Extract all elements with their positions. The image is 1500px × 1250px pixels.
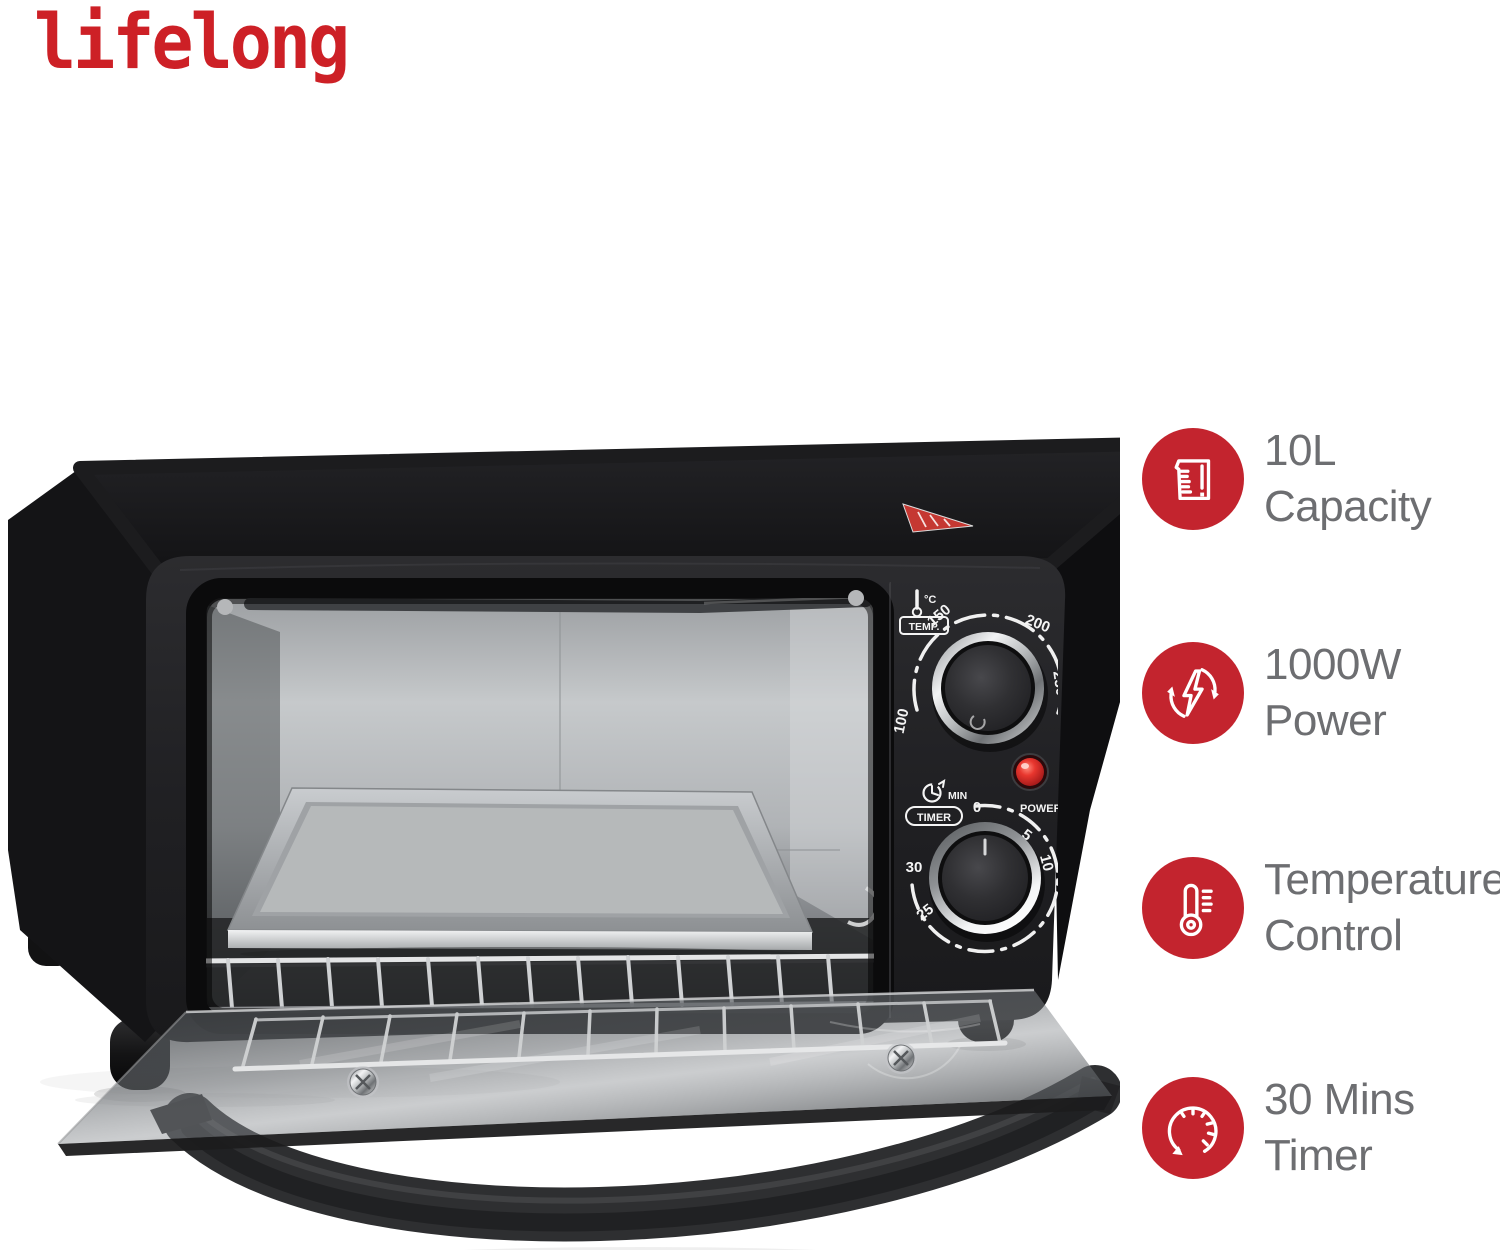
timer-clock-glyph-icon — [922, 783, 942, 803]
feature-capacity: 10L Capacity — [1142, 426, 1432, 535]
svg-text:MIN: MIN — [948, 790, 967, 802]
thermometer-icon — [1179, 883, 1213, 937]
temperature-knob — [932, 632, 1048, 752]
feature-line1: Temperature — [1264, 855, 1500, 904]
indicator-light — [1011, 753, 1049, 791]
timer-badge — [1142, 1077, 1244, 1179]
svg-text:POWER: POWER — [1020, 803, 1062, 815]
svg-text:25: 25 — [913, 901, 937, 925]
svg-text:250: 250 — [1049, 670, 1069, 697]
svg-text:30: 30 — [906, 859, 923, 876]
feature-text: 10L Capacity — [1264, 423, 1432, 535]
lifelong-logo: lifelong — [34, 0, 350, 87]
feature-line1: 10L — [1264, 426, 1336, 475]
energy-cycle-icon — [1167, 668, 1219, 718]
power-badge — [1142, 642, 1244, 744]
baking-tray — [226, 787, 814, 961]
product-photo-otg-oven: °C TEMP. 100 150 200 250 — [8, 437, 1120, 1250]
warning-sticker — [902, 503, 974, 533]
feature-temperature: Temperature Control — [1142, 855, 1500, 964]
timer-knob — [929, 822, 1045, 942]
frame-screw — [217, 599, 233, 615]
svg-text:100: 100 — [891, 707, 913, 735]
feature-line2: Power — [1264, 696, 1387, 745]
door-screw — [347, 1066, 379, 1098]
door-screw — [885, 1042, 917, 1074]
temperature-dial: °C TEMP. 100 150 200 250 — [891, 589, 1069, 752]
oven-cavity — [195, 594, 885, 1018]
oven-right-side — [1050, 504, 1120, 980]
feature-line2: Capacity — [1264, 482, 1432, 531]
temperature-badge — [1142, 857, 1244, 959]
svg-text:TEMP.: TEMP. — [909, 621, 940, 633]
feature-power: 1000W Power — [1142, 640, 1401, 749]
oven-left-side — [8, 468, 166, 1042]
feature-line2: Control — [1264, 911, 1403, 960]
capacity-badge — [1142, 428, 1244, 530]
svg-text:°C: °C — [924, 594, 936, 606]
timer-dial: MIN TIMER 0 POWER 5 10 20 25 30 — [905, 779, 1062, 954]
svg-text:10: 10 — [1036, 853, 1057, 874]
measuring-jug-icon — [1174, 459, 1211, 501]
feature-line1: 1000W — [1264, 640, 1401, 689]
svg-text:TIMER: TIMER — [917, 812, 951, 824]
feature-line1: 30 Mins — [1264, 1075, 1415, 1124]
feature-text: 1000W Power — [1264, 637, 1401, 749]
feature-timer: 30 Mins Timer — [1142, 1075, 1415, 1184]
door-wire-rack — [232, 999, 1008, 1072]
frame-screw — [848, 590, 864, 606]
timer-clock-icon — [1167, 1106, 1218, 1156]
feature-text: 30 Mins Timer — [1264, 1072, 1415, 1184]
control-panel: °C TEMP. 100 150 200 250 — [889, 582, 1069, 1018]
feature-line2: Timer — [1264, 1131, 1373, 1180]
oven-door-glass — [57, 988, 1112, 1156]
feature-text: Temperature Control — [1264, 852, 1500, 964]
